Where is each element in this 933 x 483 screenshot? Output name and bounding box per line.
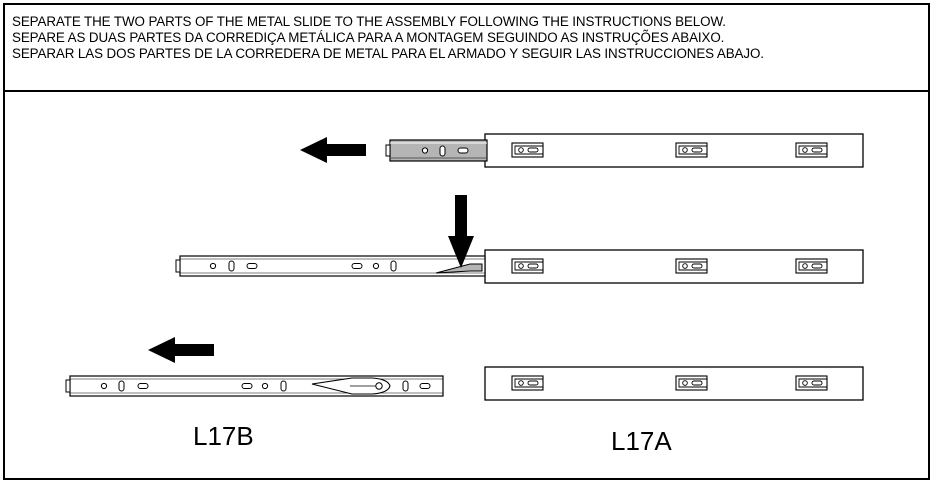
mount-hole-cluster [795, 375, 828, 391]
step2-release-lever [435, 263, 483, 274]
mount-hole-cluster [511, 142, 544, 158]
mount-hole-cluster [675, 258, 708, 274]
mount-hole-cluster [675, 142, 708, 158]
mount-hole-cluster [675, 375, 708, 391]
outer-slide-mount-holes [511, 142, 828, 391]
step2-press-arrow [448, 195, 474, 268]
label-l17a: L17A [611, 426, 672, 456]
instruction-english: SEPARATE THE TWO PARTS OF THE METAL SLID… [12, 14, 726, 29]
instruction-spanish: SEPARAR LAS DOS PARTES DE LA CORREDERA D… [12, 46, 764, 61]
mount-hole-cluster [511, 375, 544, 391]
mount-hole-cluster [795, 258, 828, 274]
instruction-portuguese: SEPARE AS DUAS PARTES DA CORREDIÇA METÁL… [12, 30, 725, 45]
mount-hole-cluster [511, 258, 544, 274]
step1-pull-arrow [300, 137, 366, 163]
step3-group [65, 337, 864, 401]
mount-hole-cluster [795, 142, 828, 158]
step1-group [300, 133, 864, 168]
step3-pull-arrow [148, 337, 214, 363]
label-l17b: L17B [193, 421, 254, 451]
outer-slide-l17a [484, 366, 864, 401]
instruction-header: SEPARATE THE TWO PARTS OF THE METAL SLID… [5, 5, 928, 92]
